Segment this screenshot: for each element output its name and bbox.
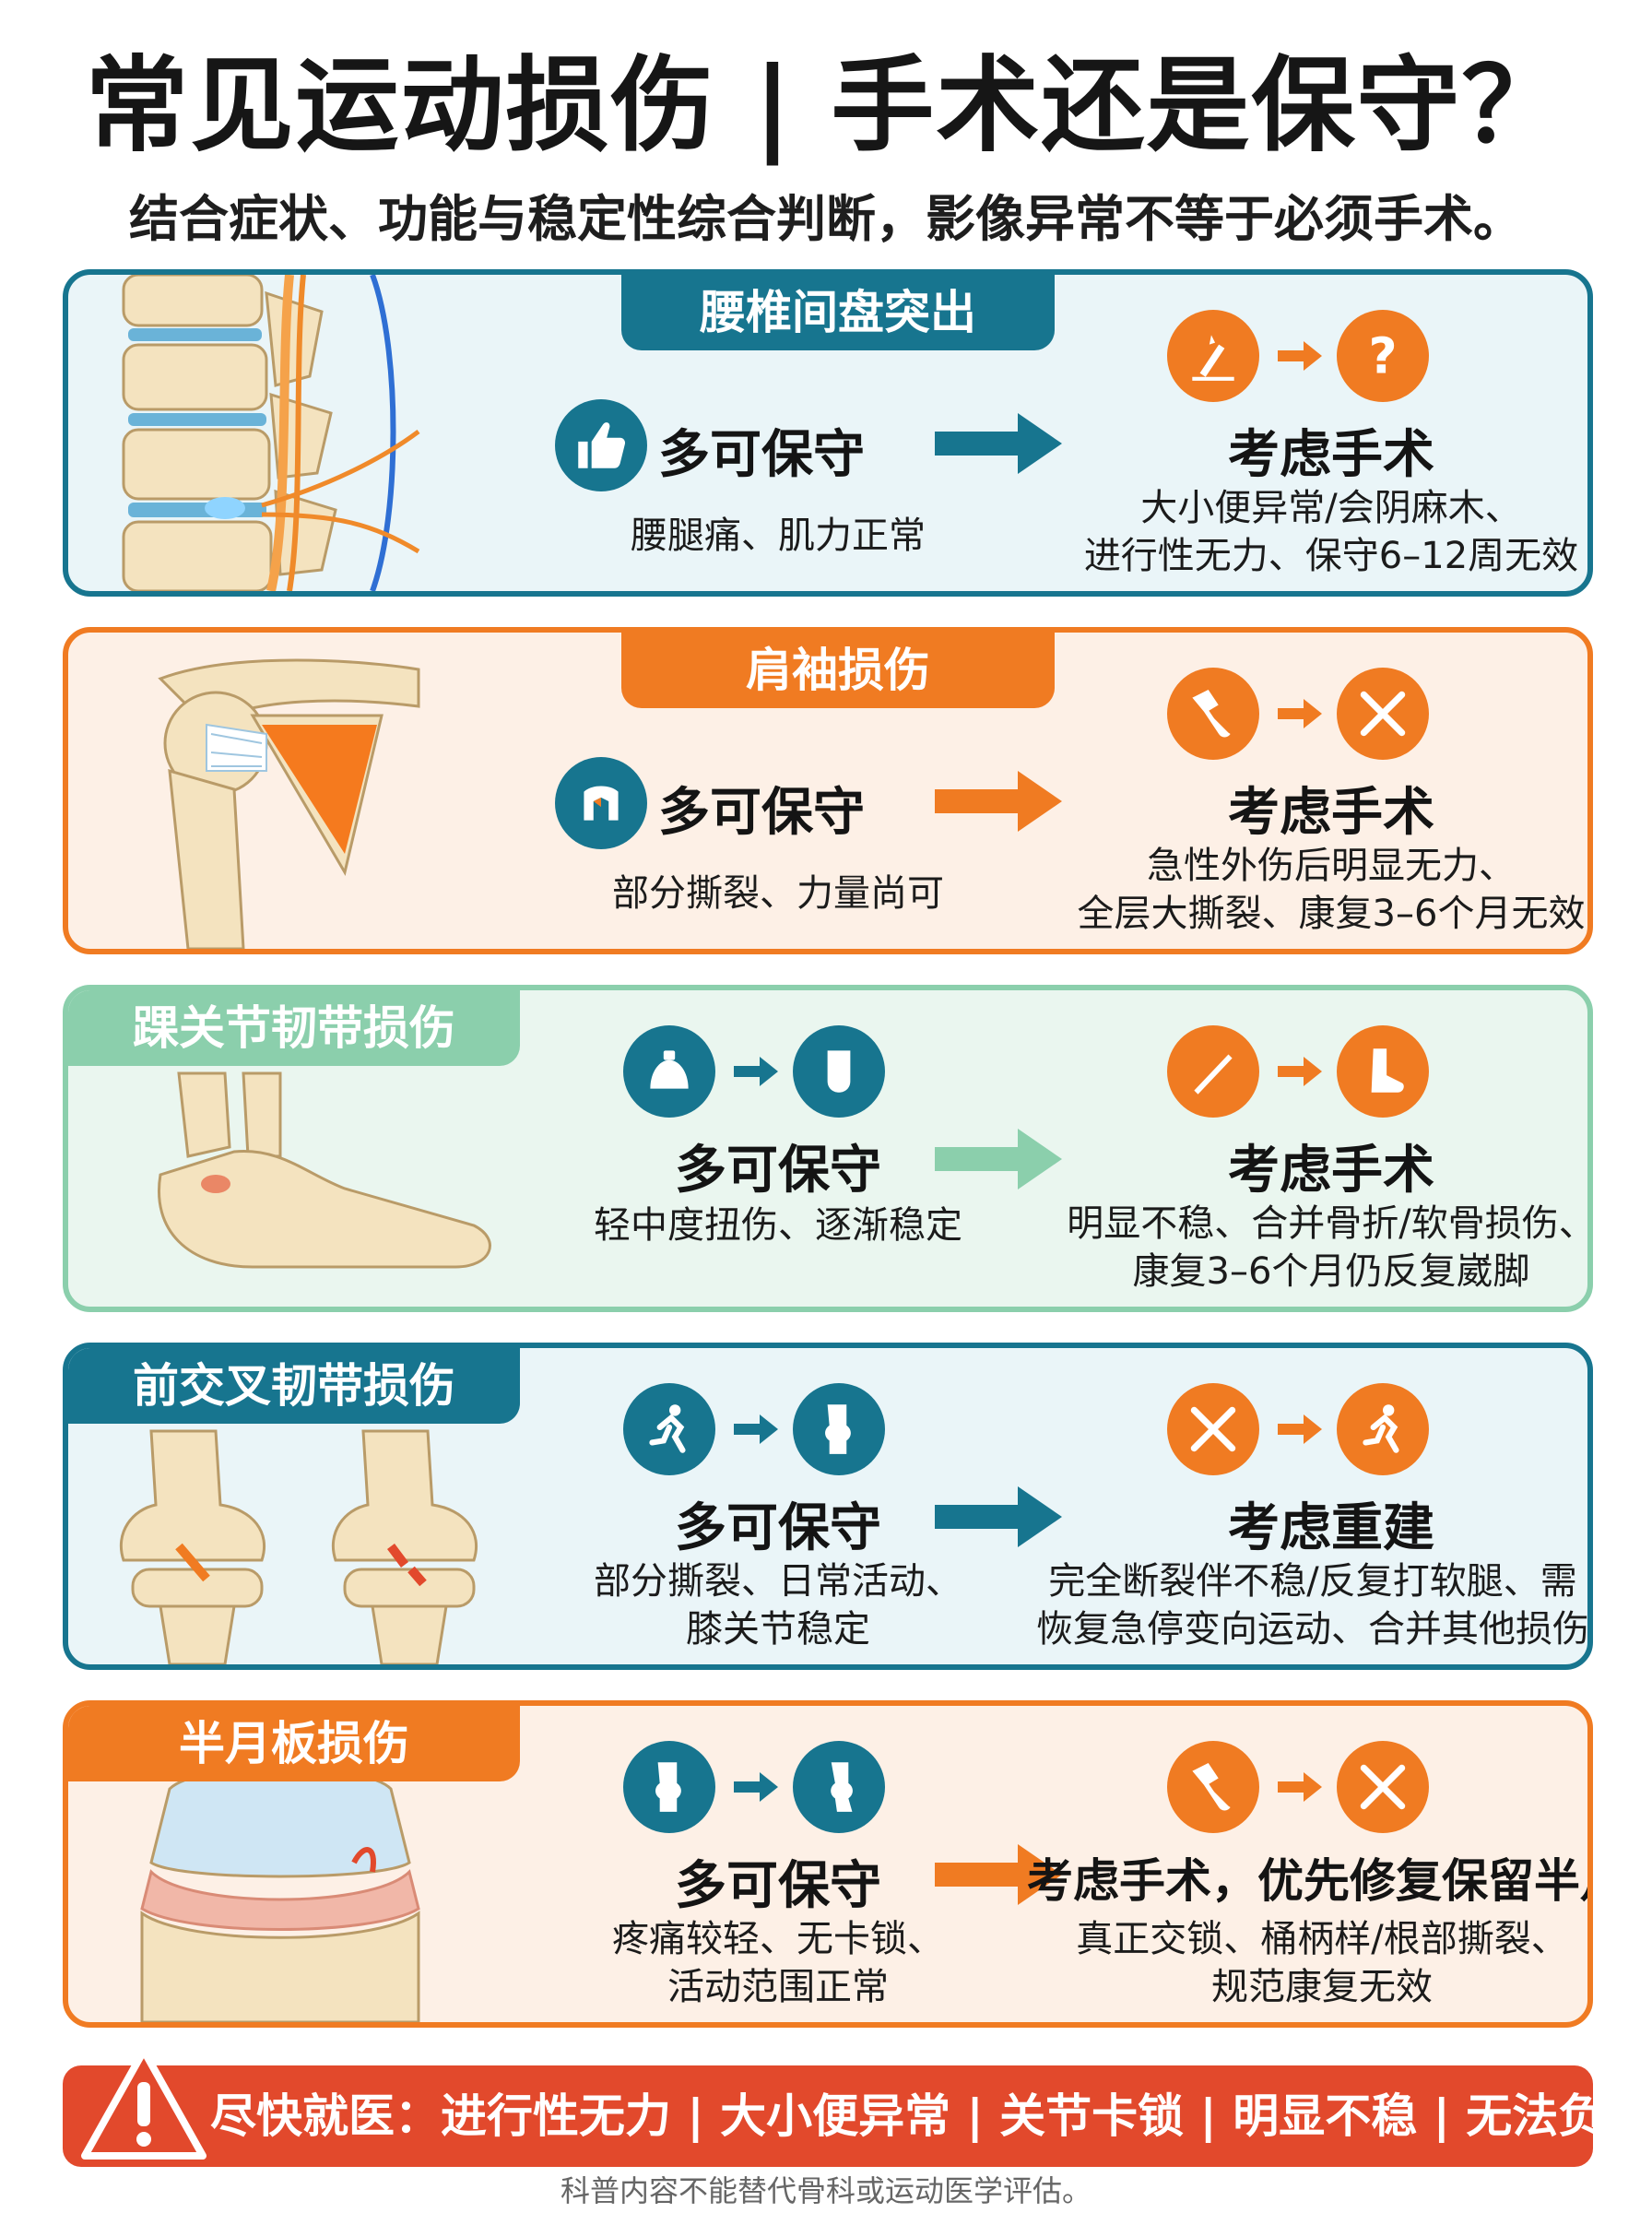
conservative-title: 多可保守 (675, 1856, 881, 1916)
surgery-desc-line: 大小便异常/会阴麻木、 (1140, 487, 1522, 529)
conservative-title: 多可保守 (675, 1498, 881, 1558)
card-title: 前交叉韧带损伤 (68, 1348, 520, 1424)
card-ankle-ligament: 踝关节韧带损伤 多可保守 轻中度扭伤、逐渐稳定 考虑手术 明显不稳、合并骨折/软… (63, 985, 1593, 1312)
scalpel-icon (1167, 1025, 1259, 1118)
surgery-title: 考虑手术 (1228, 783, 1434, 843)
surgery-desc-line: 规范康复无效 (1211, 1966, 1433, 2008)
card-title: 肩袖损伤 (621, 633, 1055, 708)
knee-icon (623, 1741, 715, 1833)
injury-icon (1167, 310, 1259, 402)
card-acl: 前交叉韧带损伤 多可保守 部分撕裂、日常活动、 膝关节稳定 考虑重建 完全断裂伴… (63, 1343, 1593, 1670)
knee-illustration (119, 1429, 478, 1664)
card-lumbar-disc: 腰椎间盘突出 多可保守 腰腿痛、肌力正常 ? 考虑手术 大小便异常/会阴麻木、 … (63, 269, 1593, 597)
conservative-title: 多可保守 (658, 783, 865, 843)
svg-text:?: ? (1368, 327, 1397, 385)
running-icon (1337, 1383, 1429, 1475)
conservative-desc-line: 部分撕裂、力量尚可 (612, 872, 944, 915)
surgery-title: 考虑重建 (1228, 1498, 1434, 1558)
surgical-tools-icon (1337, 668, 1429, 760)
surgery-desc-line: 全层大撕裂、康复3–6个月无效 (1077, 893, 1586, 935)
conservative-desc-line: 部分撕裂、日常活动、 (594, 1560, 962, 1603)
arthroscope-icon (1167, 1741, 1259, 1833)
question-icon: ? (1337, 310, 1429, 402)
arrow-right-icon (1278, 1772, 1322, 1802)
conservative-desc-line: 轻中度扭伤、逐渐稳定 (594, 1204, 962, 1247)
knee-icon (793, 1741, 885, 1833)
arrow-right-icon (935, 413, 1062, 474)
arrow-right-icon (935, 771, 1062, 832)
warning-banner: 尽快就医：进行性无力 | 大小便异常 | 关节卡锁 | 明显不稳 | 无法负重 (63, 2047, 1650, 2167)
surgery-desc-line: 完全断裂伴不稳/反复打软腿、需 (1048, 1560, 1577, 1603)
surgery-desc-line: 恢复急停变向运动、合并其他损伤 (1036, 1608, 1589, 1651)
surgery-desc-line: 康复3–6个月仍反复崴脚 (1132, 1250, 1530, 1293)
surgery-desc-line: 明显不稳、合并骨折/软骨损伤、 (1067, 1202, 1593, 1245)
page-title: 常见运动损伤 | 手术还是保守？ (85, 46, 1567, 166)
card-title: 半月板损伤 (68, 1706, 520, 1781)
arrow-right-icon (1278, 699, 1322, 728)
surgery-title: 考虑手术 (1228, 425, 1434, 485)
warning-icon (81, 2047, 206, 2160)
surgical-tools-icon (1337, 1741, 1429, 1833)
conservative-desc-line: 膝关节稳定 (686, 1608, 870, 1651)
arrow-right-icon (935, 1486, 1062, 1547)
surgery-title: 考虑手术 (1228, 1141, 1434, 1201)
surgery-desc-line: 进行性无力、保守6–12周无效 (1083, 535, 1579, 577)
page-subtitle: 结合症状、功能与稳定性综合判断，影像异常不等于必须手术。 (129, 190, 1523, 248)
spine-illustration (122, 275, 420, 591)
shoulder-illustration (158, 658, 420, 949)
conservative-desc-line: 活动范围正常 (667, 1966, 889, 2008)
conservative-desc-line: 腰腿痛、肌力正常 (631, 515, 926, 557)
disclaimer: 科普内容不能替代骨科或运动医学评估。 (560, 2173, 1092, 2208)
foot-icon (1337, 1025, 1429, 1118)
knee-icon (793, 1383, 885, 1475)
ankle-brace-icon (793, 1025, 885, 1118)
arthroscope-icon (1167, 668, 1259, 760)
surgery-title: 考虑手术，优先修复保留半月板 (1027, 1854, 1587, 1908)
card-title: 踝关节韧带损伤 (68, 990, 520, 1066)
conservative-title: 多可保守 (658, 425, 865, 485)
arrow-right-icon (734, 1414, 778, 1444)
ice-pack-icon (623, 1025, 715, 1118)
warning-text: 尽快就医：进行性无力 | 大小便异常 | 关节卡锁 | 明显不稳 | 无法负重 (210, 2089, 1651, 2143)
card-title: 腰椎间盘突出 (621, 275, 1055, 350)
ankle-illustration (158, 1071, 491, 1269)
conservative-title: 多可保守 (675, 1141, 881, 1201)
shoulder-icon (555, 757, 647, 849)
arrow-right-icon (734, 1057, 778, 1086)
meniscus-illustration (140, 1767, 420, 2022)
arrow-right-icon (734, 1772, 778, 1802)
surgery-desc-line: 真正交锁、桶柄样/根部撕裂、 (1076, 1918, 1568, 1960)
thumbs-up-icon (555, 399, 647, 491)
arrow-right-icon (935, 1844, 1062, 1905)
arrow-right-icon (1278, 1414, 1322, 1444)
card-meniscus: 半月板损伤 多可保守 疼痛较轻、无卡锁、 活动范围正常 考虑手术，优先修复保留半… (63, 1700, 1593, 2028)
surgery-desc-line: 急性外伤后明显无力、 (1147, 845, 1516, 887)
surgical-tools-icon (1167, 1383, 1259, 1475)
arrow-right-icon (1278, 341, 1322, 371)
conservative-desc-line: 疼痛较轻、无卡锁、 (612, 1918, 944, 1960)
card-rotator-cuff: 肩袖损伤 多可保守 部分撕裂、力量尚可 考虑手术 急性外伤后明显无力、 全层大撕… (63, 627, 1593, 954)
running-icon (623, 1383, 715, 1475)
arrow-right-icon (1278, 1057, 1322, 1086)
arrow-right-icon (935, 1129, 1062, 1189)
